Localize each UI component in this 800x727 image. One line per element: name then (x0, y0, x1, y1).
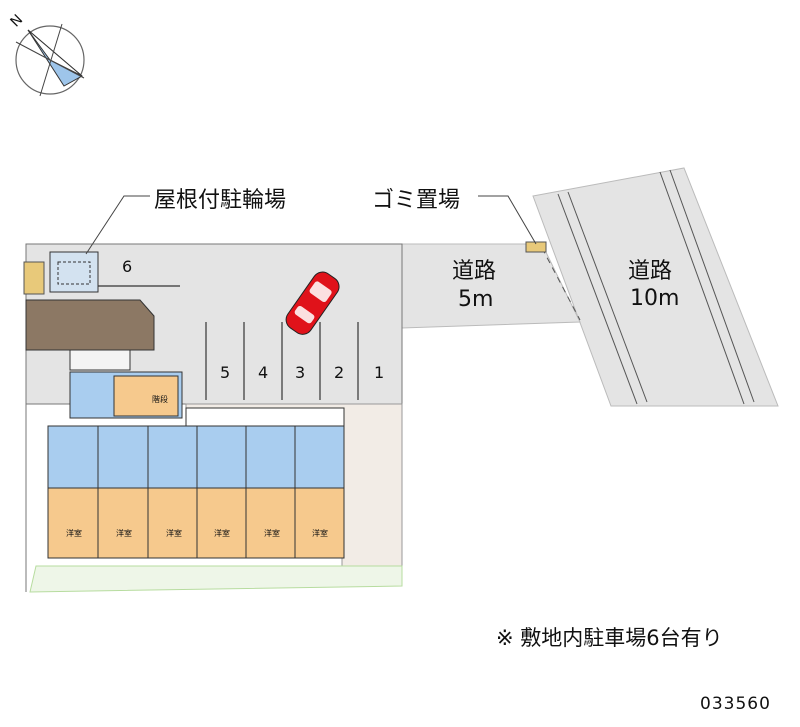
car-icon (285, 271, 340, 335)
parking-space-4: 4 (258, 363, 268, 382)
parking-space-1: 1 (374, 363, 384, 382)
bicycle-parking-roof (49, 251, 99, 293)
room-label-upper: 階段 (152, 394, 168, 404)
manager-room (113, 375, 179, 417)
stairs (69, 349, 131, 371)
unit-label-1: 洋室 (66, 528, 82, 538)
garbage-area-box (525, 241, 547, 253)
parking-note: ※ 敷地内駐車場6台有り (496, 626, 723, 650)
unit-label-3: 洋室 (166, 528, 182, 538)
unit-label-2: 洋室 (116, 528, 132, 538)
callout-leader-garbage (478, 195, 537, 245)
parking-space-2: 2 (334, 363, 344, 382)
unit-label-4: 洋室 (214, 528, 230, 538)
road-10m (532, 167, 779, 407)
building-roof (25, 299, 155, 351)
reference-number: 033560 (700, 694, 771, 714)
parking-space-3: 3 (295, 363, 305, 382)
apartment-units (47, 407, 345, 559)
parking-space-6: 6 (122, 257, 132, 276)
parking-space-5: 5 (220, 363, 230, 382)
unit-label-6: 洋室 (312, 528, 328, 538)
road-10m-width: 10m (630, 286, 679, 311)
callout-leader-bicycle (85, 195, 150, 255)
unit-label-5: 洋室 (264, 528, 280, 538)
callout-bicycle-parking: 屋根付駐輪場 (154, 188, 287, 213)
road-5m-width: 5m (458, 287, 493, 312)
grass-strip (29, 565, 403, 593)
road-10m-name: 道路 (628, 259, 672, 284)
road-5m (401, 243, 581, 329)
road-5m-name: 道路 (452, 259, 496, 284)
compass-label: N (8, 12, 27, 31)
callout-garbage-area: ゴミ置場 (372, 188, 461, 213)
compass-icon (15, 23, 85, 97)
bike-rack (23, 261, 45, 295)
